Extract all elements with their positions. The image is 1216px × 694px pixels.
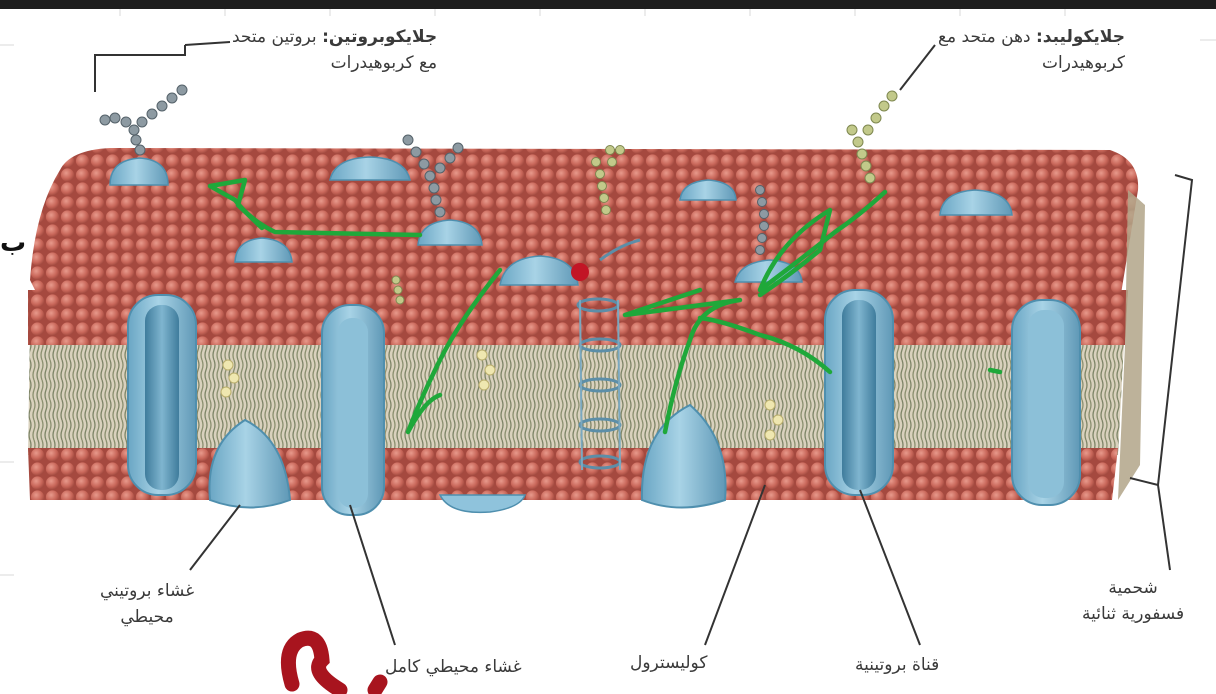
channel-protein-right (825, 290, 893, 495)
channel-protein-far-right (1012, 300, 1080, 505)
channel-protein-mid (322, 305, 384, 515)
glycolipid-term: جلايكوليبد: (1036, 27, 1125, 47)
bilayer-line-1: شحمية (1082, 575, 1184, 601)
cholesterol-label: كوليسترول (630, 650, 707, 676)
peripheral-protein-line-2: محيطي (100, 604, 194, 630)
red-marker-dot (571, 263, 589, 281)
glycoprotein-desc-1: بروتين متحد (232, 27, 317, 47)
glycoprotein-term: جلايكوبروتين: (322, 27, 437, 47)
glycolipid-desc-1: دهن متحد مع (938, 27, 1031, 47)
peripheral-protein-label: غشاء بروتيني محيطي (100, 578, 194, 630)
bilayer-line-2: فسفورية ثنائية (1082, 601, 1184, 627)
glycoprotein-label: جلايكوبروتين: بروتين متحد مع كربوهيدرات (232, 24, 437, 76)
red-annotation-stroke (288, 638, 380, 690)
edge-letter: ب (0, 228, 26, 258)
integral-protein-label: غشاء محيطي كامل (385, 654, 522, 680)
glycolipid-desc-2: كربوهيدرات (938, 50, 1125, 76)
top-border (0, 0, 1216, 9)
channel-protein-left (128, 295, 196, 495)
peripheral-protein-line-1: غشاء بروتيني (100, 578, 194, 604)
glycoprotein-desc-2: مع كربوهيدرات (232, 50, 437, 76)
glycolipid-label: جلايكوليبد: دهن متحد مع كربوهيدرات (938, 24, 1125, 76)
bilayer-label: شحمية فسفورية ثنائية (1082, 575, 1184, 627)
protein-channel-label: قناة بروتينية (855, 652, 939, 678)
